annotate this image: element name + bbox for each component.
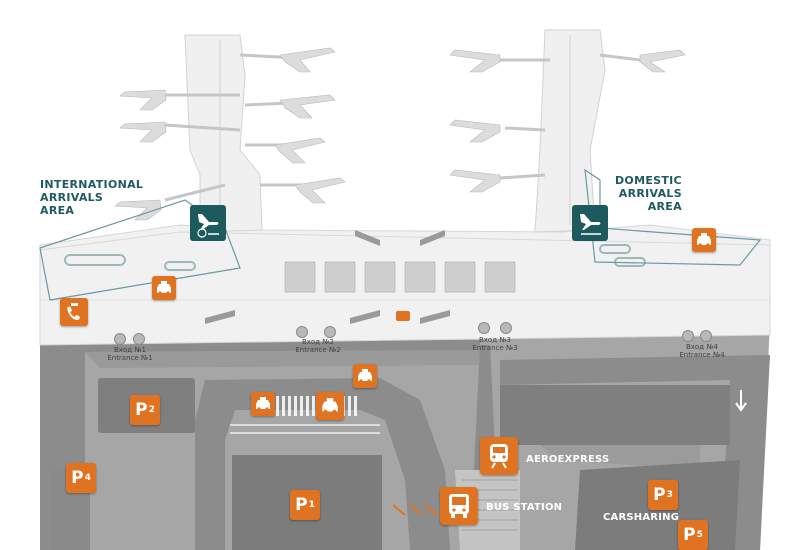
airplanes	[114, 47, 686, 221]
entrance-door-1	[114, 333, 126, 345]
taxi-stand-domestic[interactable]	[692, 228, 716, 252]
entrance-door-4b	[700, 330, 712, 342]
domestic-arrivals-badge[interactable]	[572, 205, 608, 241]
bus-station-label: BUS STATION	[486, 502, 563, 513]
train-icon	[490, 444, 508, 469]
international-zone-outline	[39, 199, 241, 301]
taxi-stand-2[interactable]	[251, 392, 275, 416]
taxi-stand-3[interactable]	[316, 392, 344, 420]
taxi-phone-icon	[67, 303, 80, 320]
pier-left	[184, 34, 263, 233]
globe-icon	[197, 228, 207, 238]
check-in-counters	[284, 261, 516, 293]
taxi-stand-phone[interactable]	[60, 298, 88, 326]
info-icon	[396, 311, 410, 321]
entrance-door-3	[478, 322, 490, 334]
entrance-door-2	[296, 326, 308, 338]
escalators	[205, 230, 450, 324]
taxi-icon	[157, 281, 171, 295]
barriers	[392, 504, 438, 516]
carsharing-label: CARSHARING	[603, 512, 680, 523]
domestic-zone-outline	[584, 168, 762, 266]
entrance-door-4	[682, 330, 694, 342]
taxi-icon	[256, 397, 270, 411]
international-arrivals-area-label: INTERNATIONAL ARRIVALS AREA	[40, 178, 144, 217]
bus-icon	[449, 494, 469, 518]
entrance-door-1b	[133, 333, 145, 345]
taxi-stand-international[interactable]	[152, 276, 176, 300]
direction-arrow-icon	[735, 390, 747, 412]
domestic-arrivals-area-label: DOMESTIC ARRIVALS AREA	[615, 174, 682, 213]
bus-station-badge[interactable]	[440, 487, 478, 525]
international-arrivals-badge[interactable]	[190, 205, 226, 241]
taxi-icon	[322, 398, 338, 414]
taxi-stand-1[interactable]	[353, 364, 377, 388]
aeroexpress-label: AEROEXPRESS	[526, 454, 610, 465]
entrance-door-2b	[324, 326, 336, 338]
plane-landing-icon	[197, 214, 219, 238]
aeroexpress-badge[interactable]	[480, 437, 518, 475]
taxi-icon	[358, 369, 372, 383]
parking-lot-right	[500, 385, 730, 445]
taxi-icon	[697, 233, 711, 247]
plane-landing-icon	[580, 214, 601, 235]
entrance-door-3b	[500, 322, 512, 334]
